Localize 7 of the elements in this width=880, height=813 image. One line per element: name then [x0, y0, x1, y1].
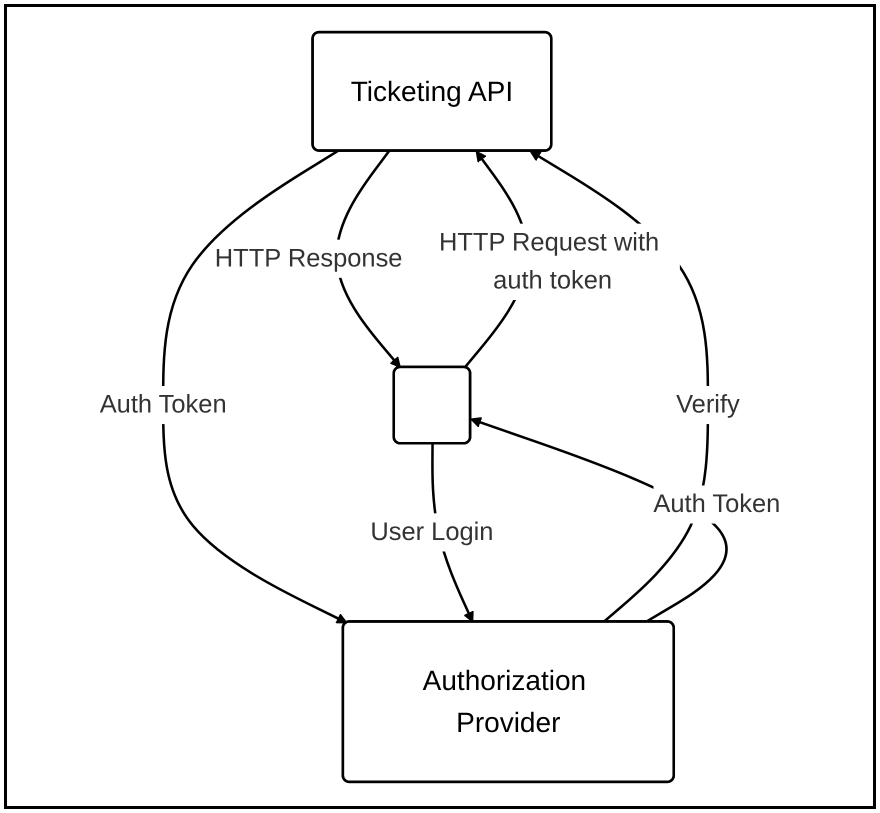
arrow	[162, 150, 348, 623]
edge-label: Verify	[676, 390, 740, 419]
edge-label: Auth Token	[653, 490, 780, 518]
edge-label: Auth Token	[100, 390, 227, 419]
edge-label: HTTP Response	[214, 244, 402, 272]
edge-label: User Login	[370, 518, 494, 546]
edge-label: HTTP Request with auth token	[438, 228, 660, 294]
